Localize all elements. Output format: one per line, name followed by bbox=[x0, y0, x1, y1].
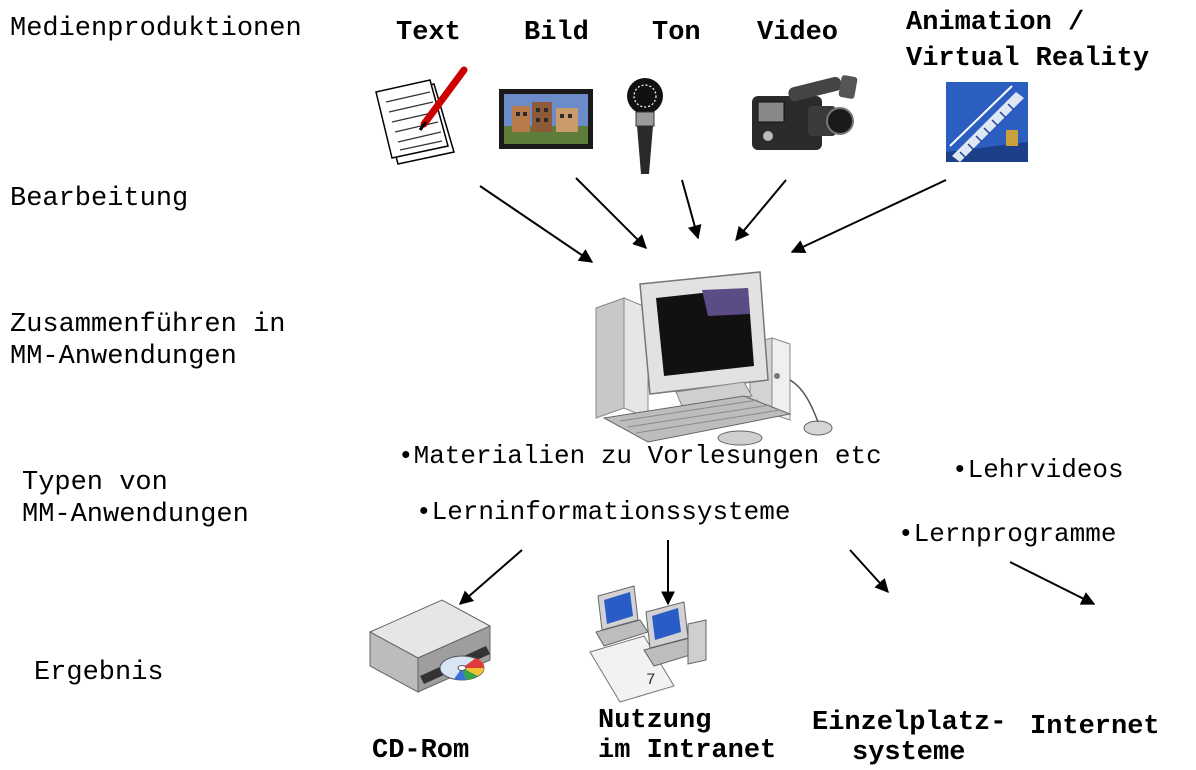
intranet-network-icon: 7 bbox=[589, 585, 707, 703]
text-document-icon bbox=[375, 66, 468, 165]
media-animation-heading-1: Animation / bbox=[906, 8, 1085, 38]
app-type-videos: •Lehrvideos bbox=[952, 455, 1124, 485]
camcorder-icon bbox=[752, 75, 858, 150]
media-animation-heading-2: Virtual Reality bbox=[906, 44, 1150, 74]
result-intranet-label-1: Nutzung bbox=[598, 706, 712, 736]
arrow-to-cdrom bbox=[458, 549, 523, 605]
media-text-heading: Text bbox=[396, 18, 461, 48]
image-picture-icon bbox=[499, 89, 593, 149]
app-type-programs: •Lernprogramme bbox=[898, 519, 1117, 549]
microphone-icon bbox=[627, 78, 663, 174]
result-internet-label: Internet bbox=[1030, 712, 1160, 742]
arrow-animation-to-computer bbox=[790, 179, 947, 254]
cd-rom-drive-icon bbox=[368, 599, 492, 693]
svg-text:7: 7 bbox=[646, 671, 656, 689]
stage-merge-label-1: Zusammenführen in bbox=[10, 310, 286, 340]
arrow-video-to-computer bbox=[735, 179, 787, 242]
arrow-text-to-computer bbox=[479, 185, 594, 263]
result-intranet-label-2: im Intranet bbox=[598, 736, 777, 766]
arrow-to-internet bbox=[1009, 561, 1096, 605]
stage-media-label: Medienproduktionen bbox=[10, 14, 302, 44]
result-standalone-label-2: systeme bbox=[852, 738, 966, 768]
stage-merge-label-2: MM-Anwendungen bbox=[10, 342, 237, 372]
stage-edit-label: Bearbeitung bbox=[10, 184, 189, 214]
app-type-lis: •Lerninformationssysteme bbox=[416, 497, 791, 527]
app-type-materials: •Materialien zu Vorlesungen etc bbox=[398, 441, 882, 471]
arrow-image-to-computer bbox=[575, 177, 647, 249]
stage-types-label-2: MM-Anwendungen bbox=[22, 500, 249, 530]
media-video-heading: Video bbox=[757, 18, 839, 48]
result-standalone-label-1: Einzelplatz- bbox=[812, 708, 1007, 738]
result-cdrom-label: CD-Rom bbox=[372, 736, 470, 766]
virtual-reality-scene-icon bbox=[946, 82, 1028, 162]
media-image-heading: Bild bbox=[524, 18, 589, 48]
media-audio-heading: Ton bbox=[652, 18, 701, 48]
arrow-to-standalone bbox=[849, 549, 889, 594]
stage-types-label-1: Typen von bbox=[22, 468, 168, 498]
computer-workstation-icon bbox=[595, 271, 833, 446]
stage-result-label: Ergebnis bbox=[34, 658, 164, 688]
arrow-audio-to-computer bbox=[681, 179, 702, 240]
